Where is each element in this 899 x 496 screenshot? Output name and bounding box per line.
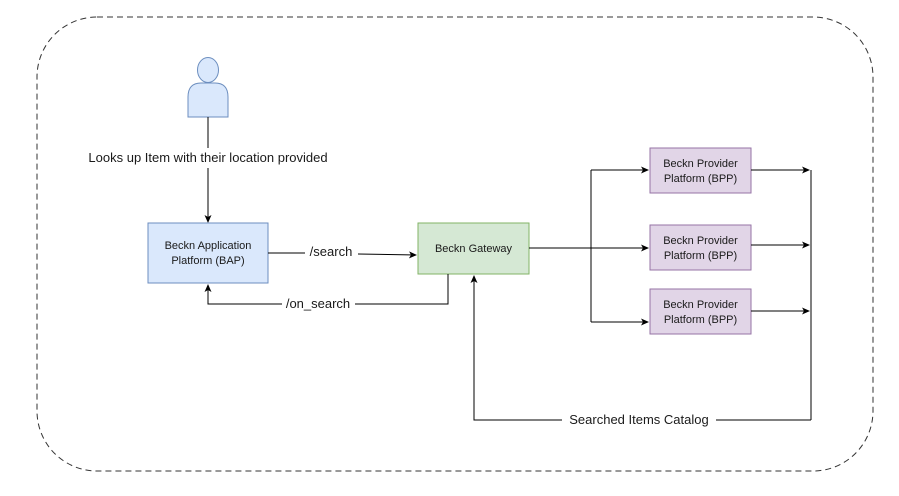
edge-label-user-lookup: Looks up Item with their location provid… <box>88 150 327 165</box>
gateway-node: Beckn Gateway <box>417 222 530 275</box>
edge-label-search: /search <box>310 244 353 259</box>
bpp-node-2: Beckn Provider Platform (BPP) <box>649 224 752 271</box>
bap-label-line1: Beckn Application <box>165 240 252 252</box>
edge-on-search-start <box>355 274 449 305</box>
edge-label-background <box>284 296 352 311</box>
system-boundary <box>36 16 874 472</box>
edge-label-background <box>87 150 329 165</box>
user-icon <box>187 57 229 118</box>
bpp1-label-line1: Beckn Provider <box>663 158 738 170</box>
edge-on-search <box>204 284 282 305</box>
edge-search <box>357 251 417 259</box>
edge-label-catalog: Searched Items Catalog <box>569 412 708 427</box>
edge-label-background <box>308 244 354 259</box>
bpp1-label-line2: Platform (BPP) <box>664 173 737 185</box>
edge-label-on-search: /on_search <box>286 296 350 311</box>
bpp-node-3: Beckn Provider Platform (BPP) <box>649 288 752 335</box>
bpp-node-1: Beckn Provider Platform (BPP) <box>649 147 752 194</box>
bpp2-label-line1: Beckn Provider <box>663 235 738 247</box>
bap-node: Beckn Application Platform (BAP) <box>147 222 269 284</box>
bpp3-label-line1: Beckn Provider <box>663 299 738 311</box>
edge-catalog <box>470 275 562 421</box>
bap-label-line2: Platform (BAP) <box>171 255 244 267</box>
bpp3-label-line2: Platform (BPP) <box>664 314 737 326</box>
edge-label-background <box>568 412 710 427</box>
bpp2-label-line2: Platform (BPP) <box>664 250 737 262</box>
gateway-label: Beckn Gateway <box>435 243 513 255</box>
